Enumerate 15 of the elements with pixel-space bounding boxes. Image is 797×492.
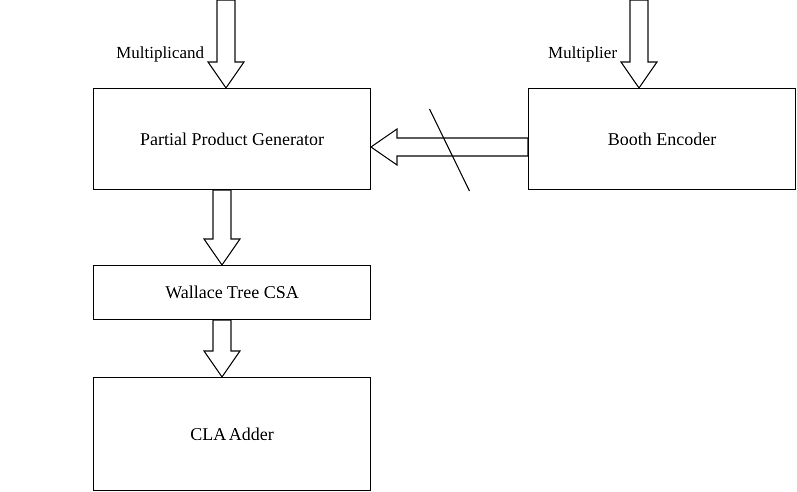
box-label: CLA Adder [190, 422, 274, 446]
box-label: Wallace Tree CSA [165, 281, 299, 304]
process-box [93, 88, 371, 190]
process-box [93, 265, 371, 320]
process-box [93, 377, 371, 491]
process-box [528, 88, 796, 190]
block-arrow [202, 319, 242, 378]
block-arrow [620, 0, 658, 90]
edge-label: Multiplier [548, 42, 617, 64]
box-label: Partial Product Generator [140, 128, 324, 151]
block-arrow [202, 189, 242, 266]
block-arrow [370, 128, 529, 166]
block-arrow [206, 0, 246, 90]
box-label: Booth Encoder [608, 128, 716, 150]
edge-label: Multiplicand [116, 42, 204, 64]
